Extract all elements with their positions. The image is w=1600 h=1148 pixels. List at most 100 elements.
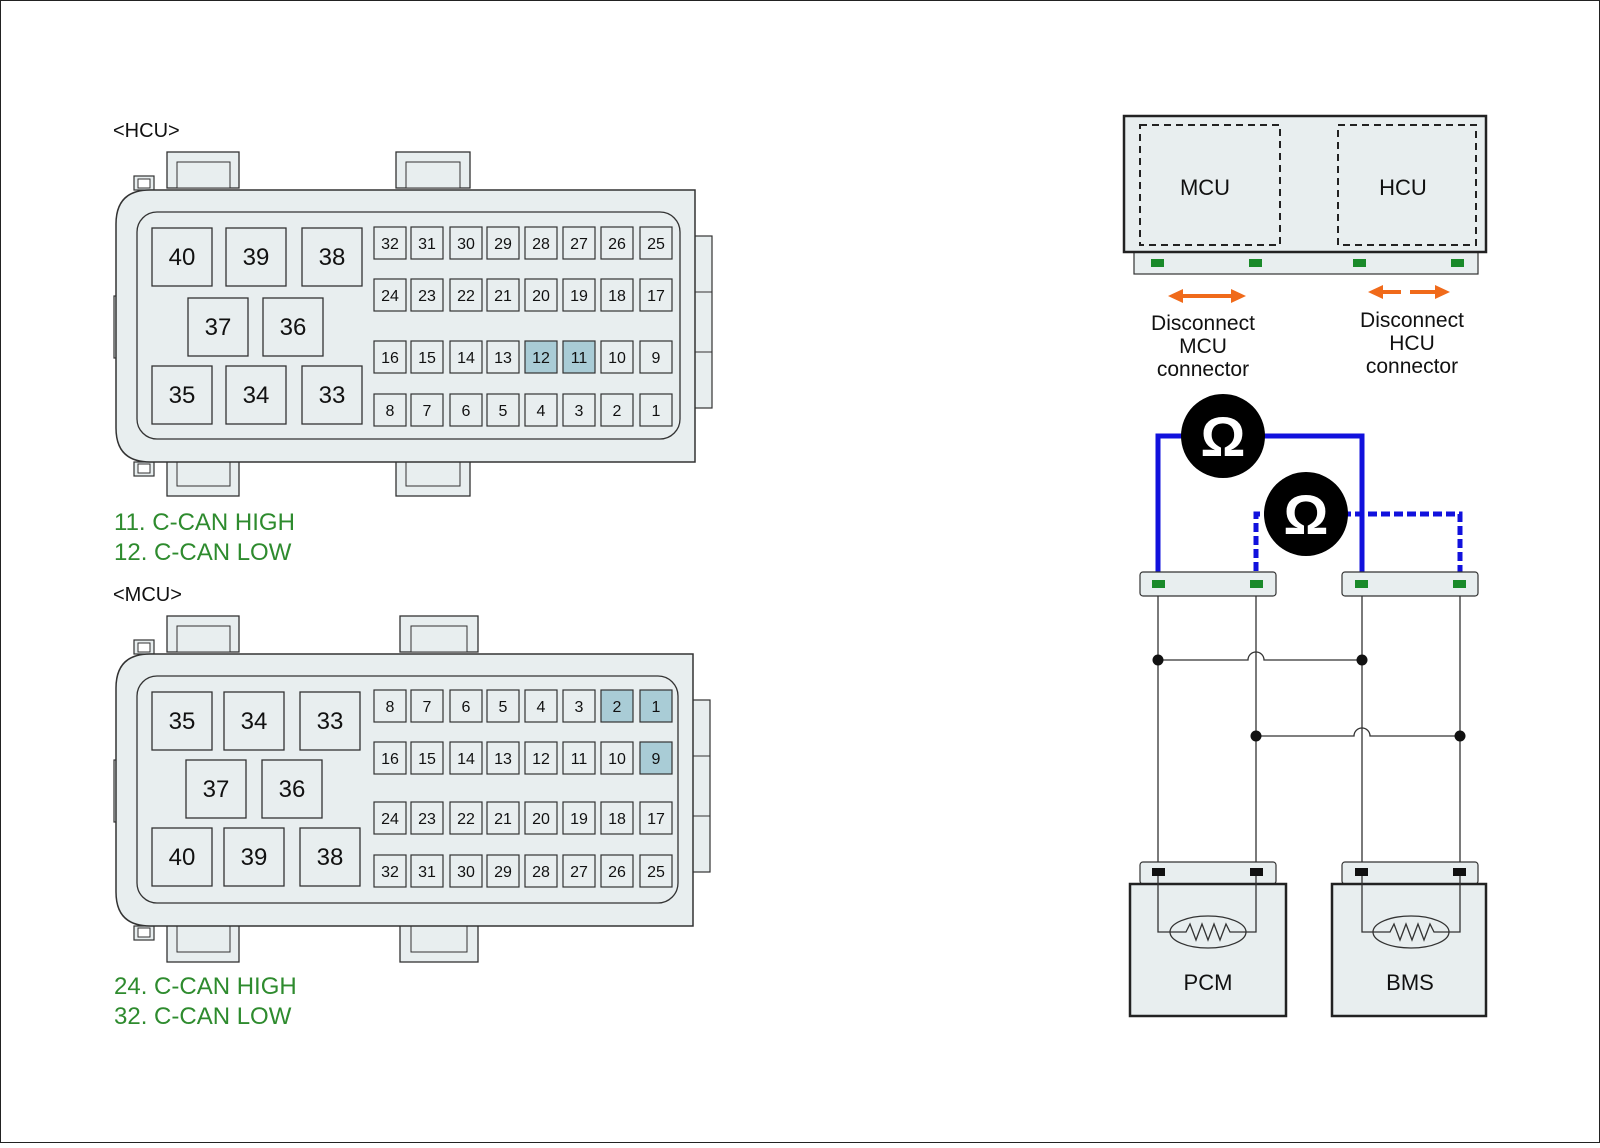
mcu-large-pin: 40 bbox=[151, 827, 213, 887]
hcu-large-pin-label: 34 bbox=[243, 382, 270, 409]
mcu-latch-bottom-inner bbox=[137, 927, 151, 938]
mcu-large-pin-label: 39 bbox=[241, 844, 268, 871]
hcu-large-pin: 39 bbox=[225, 227, 287, 287]
module-pin bbox=[1151, 259, 1164, 267]
hcu-top-tab-left-inner bbox=[176, 161, 231, 189]
hcu-small-pin-label: 25 bbox=[647, 236, 665, 253]
mcu-large-pin: 38 bbox=[299, 827, 361, 887]
pcm-pin bbox=[1250, 868, 1263, 876]
hcu-small-pin: 9 bbox=[639, 340, 673, 374]
mcu-small-pin-label: 24 bbox=[381, 811, 399, 828]
mcu-large-pin: 39 bbox=[223, 827, 285, 887]
splice-dot bbox=[1152, 654, 1164, 666]
hcu-top-tab-right-inner bbox=[405, 161, 461, 189]
hcu-small-pin-label: 16 bbox=[381, 350, 399, 367]
hcu-latch-bottom-inner bbox=[137, 463, 151, 474]
bms-label: BMS bbox=[1386, 970, 1434, 995]
hcu-small-pin: 3 bbox=[562, 393, 596, 427]
hcu-small-pin-label: 7 bbox=[423, 403, 432, 420]
module-pin bbox=[1249, 259, 1262, 267]
hcu-large-pin: 37 bbox=[187, 297, 249, 357]
hcu-small-pin-label: 8 bbox=[386, 403, 395, 420]
pcm-pin bbox=[1152, 868, 1165, 876]
mcu-small-pin: 21 bbox=[486, 801, 520, 835]
mcu-small-pin: 15 bbox=[410, 741, 444, 775]
hcu-small-pin-label: 4 bbox=[537, 403, 546, 420]
mcu-small-pin: 19 bbox=[562, 801, 596, 835]
hcu-small-pin-label: 20 bbox=[532, 288, 550, 305]
hcu-large-pin: 38 bbox=[301, 227, 363, 287]
bms-terminating-resistor bbox=[1372, 915, 1450, 949]
mcu-small-pin: 26 bbox=[600, 854, 634, 888]
hcu-small-pin: 5 bbox=[486, 393, 520, 427]
circuit-diagram: MCU HCU Disconnect MCU connector Disconn… bbox=[1122, 114, 1488, 1018]
ohm-meter-1-symbol: Ω bbox=[1201, 405, 1246, 468]
hcu-small-pin-label: 30 bbox=[457, 236, 475, 253]
mcu-small-pin: 24 bbox=[373, 801, 407, 835]
hcu-small-pin: 2 bbox=[600, 393, 634, 427]
hcu-small-pin: 6 bbox=[449, 393, 483, 427]
mcu-small-pin-label: 10 bbox=[608, 751, 626, 768]
hcu-large-pin: 35 bbox=[151, 365, 213, 425]
hcu-small-pin: 22 bbox=[449, 278, 483, 312]
disconnect-mcu-line2: MCU bbox=[1179, 335, 1227, 358]
hcu-small-pin: 32 bbox=[373, 226, 407, 260]
hcu-small-pin: 14 bbox=[449, 340, 483, 374]
pcm-terminating-resistor bbox=[1169, 915, 1247, 949]
mcu-small-pin-label: 27 bbox=[570, 864, 588, 881]
mcu-small-pin: 3 bbox=[562, 689, 596, 723]
hcu-small-pin: 27 bbox=[562, 226, 596, 260]
hcu-module-label: HCU bbox=[1379, 175, 1427, 200]
mcu-small-pin-label: 2 bbox=[613, 699, 622, 716]
harness-pin bbox=[1453, 580, 1466, 588]
mcu-right-rail bbox=[691, 699, 711, 873]
mcu-small-pin: 23 bbox=[410, 801, 444, 835]
mcu-small-pin: 12 bbox=[524, 741, 558, 775]
mcu-small-pin: 25 bbox=[639, 854, 673, 888]
mcu-top-tab-right-inner bbox=[410, 625, 468, 653]
hcu-small-pin-label: 28 bbox=[532, 236, 550, 253]
mcu-note-can-high: 24. C-CAN HIGH bbox=[114, 973, 297, 1000]
ohm-meter-2 bbox=[1264, 472, 1348, 556]
hcu-small-pin: 16 bbox=[373, 340, 407, 374]
mcu-small-pin-label: 20 bbox=[532, 811, 550, 828]
hcu-small-pin: 28 bbox=[524, 226, 558, 260]
mcu-small-pin: 9 bbox=[639, 741, 673, 775]
mcu-small-pin-label: 11 bbox=[571, 751, 588, 768]
mcu-large-pin: 34 bbox=[223, 691, 285, 751]
hcu-large-pin-label: 37 bbox=[205, 314, 232, 341]
disconnect-hcu-line1: Disconnect bbox=[1360, 309, 1464, 332]
pcm-label: PCM bbox=[1184, 970, 1233, 995]
mcu-small-pin-label: 18 bbox=[608, 811, 626, 828]
mcu-small-pin-label: 19 bbox=[570, 811, 588, 828]
hcu-small-pin-label: 15 bbox=[418, 350, 436, 367]
mcu-large-pin: 33 bbox=[299, 691, 361, 751]
mcu-module-label: MCU bbox=[1180, 175, 1230, 200]
hcu-small-pin-label: 22 bbox=[457, 288, 475, 305]
hcu-large-pin-label: 36 bbox=[280, 314, 307, 341]
hcu-small-pin-label: 3 bbox=[575, 403, 584, 420]
hcu-small-pin-label: 27 bbox=[570, 236, 588, 253]
hcu-small-pin-label: 2 bbox=[613, 403, 622, 420]
hcu-small-pin-label: 17 bbox=[647, 288, 665, 305]
mcu-large-pin: 37 bbox=[185, 759, 247, 819]
disconnect-hcu-arrows bbox=[1368, 285, 1450, 299]
mcu-small-pin-label: 5 bbox=[499, 699, 508, 716]
hcu-small-pin: 24 bbox=[373, 278, 407, 312]
mcu-small-pin: 5 bbox=[486, 689, 520, 723]
splice-dot bbox=[1454, 730, 1466, 742]
hcu-small-pin: 18 bbox=[600, 278, 634, 312]
mcu-latch-top-inner bbox=[137, 642, 151, 653]
bms-module bbox=[1330, 882, 1488, 1018]
hcu-right-rail bbox=[693, 235, 713, 409]
mcu-small-pin-label: 13 bbox=[494, 751, 512, 768]
hcu-small-pin-label: 24 bbox=[381, 288, 399, 305]
disconnect-mcu-line3: connector bbox=[1157, 358, 1249, 381]
hcu-small-pin-label: 18 bbox=[608, 288, 626, 305]
mcu-small-pin-label: 7 bbox=[423, 699, 432, 716]
mcu-small-pin: 29 bbox=[486, 854, 520, 888]
mcu-small-pin: 27 bbox=[562, 854, 596, 888]
hcu-small-pin: 26 bbox=[600, 226, 634, 260]
hcu-box bbox=[1337, 124, 1477, 246]
